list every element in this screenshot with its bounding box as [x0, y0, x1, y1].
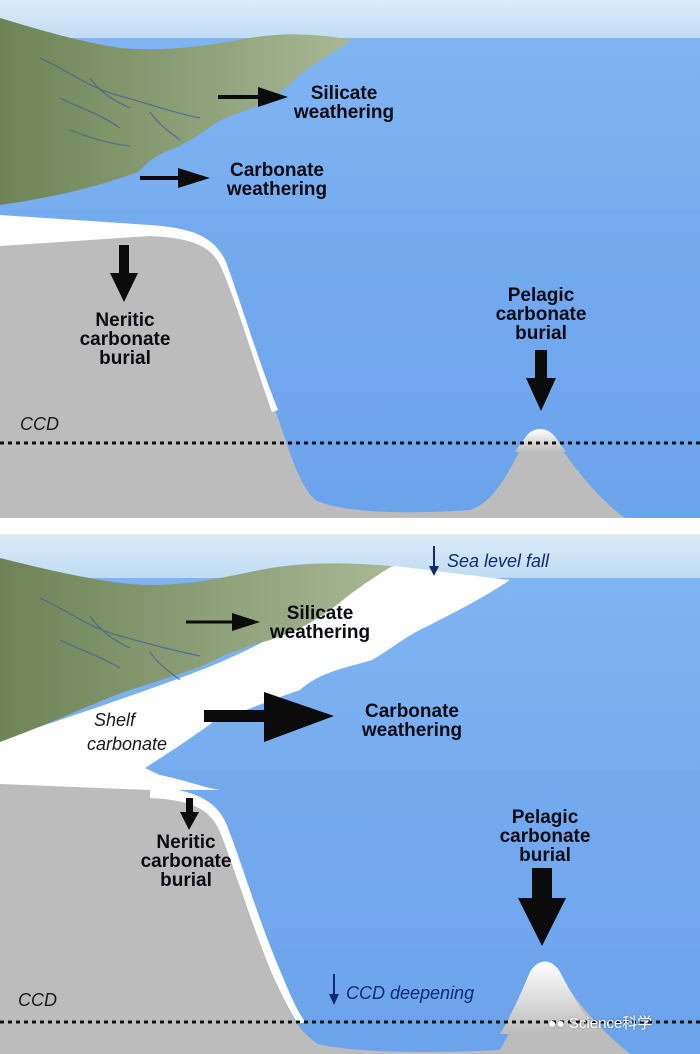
bottom-pelagic-line1: Pelagic [511, 807, 579, 828]
bottom-pelagic-peak [500, 961, 600, 1034]
bottom-neritic-line3: burial [160, 870, 212, 891]
top-shelf-carbonate [0, 215, 278, 412]
bottom-panel [0, 534, 700, 1054]
bottom-label-ccd-deepening: CCD deepening [346, 983, 475, 1003]
bottom-label-pelagic-burial: Pelagic carbonate burial [490, 808, 600, 865]
top-label-ccd: CCD [20, 414, 59, 434]
top-silicate-line1: Silicate [310, 83, 378, 104]
watermark: ●● Science科学 [548, 1012, 652, 1033]
top-arrow-carbonate [140, 168, 210, 188]
bottom-shelf-edge [150, 786, 305, 1024]
wechat-icon: ●● [548, 1014, 565, 1031]
top-neritic-line3: burial [99, 348, 151, 369]
top-pelagic-peak [515, 429, 566, 452]
bottom-label-ccd: CCD [18, 990, 57, 1010]
top-neritic-line1: Neritic [95, 310, 155, 331]
top-arrow-silicate [218, 87, 288, 107]
top-land [0, 18, 352, 205]
top-panel [0, 0, 700, 518]
bottom-exposed-carbonate [0, 566, 510, 790]
top-label-carbonate-weathering: Carbonate weathering [220, 161, 334, 199]
top-neritic-line2: carbonate [79, 329, 171, 350]
bottom-carbonate-line1: Carbonate [365, 701, 459, 722]
bottom-silicate-line2: weathering [269, 622, 371, 643]
bottom-arrow-silicate [186, 613, 260, 631]
bottom-neritic-line1: Neritic [156, 832, 216, 853]
top-arrow-pelagic [526, 350, 556, 411]
bottom-silicate-line1: Silicate [286, 603, 354, 624]
bottom-label-carbonate-weathering: Carbonate weathering [354, 702, 470, 740]
bottom-arrow-carbonate [204, 692, 334, 742]
top-pelagic-line3: burial [515, 323, 567, 344]
bottom-seafloor [0, 784, 630, 1054]
bottom-land [0, 558, 392, 742]
top-label-neritic-burial: Neritic carbonate burial [70, 311, 180, 368]
bottom-neritic-line2: carbonate [140, 851, 232, 872]
top-label-silicate-weathering: Silicate weathering [290, 84, 398, 122]
panel-divider [0, 518, 700, 534]
bottom-arrow-neritic [180, 798, 199, 830]
bottom-shelf-line1: Shelf [94, 710, 136, 730]
top-label-pelagic-burial: Pelagic carbonate burial [486, 286, 596, 343]
watermark-text: Science科学 [568, 1015, 653, 1032]
top-sky [0, 0, 700, 45]
bottom-label-neritic-burial: Neritic carbonate burial [130, 833, 242, 890]
top-rivers [39, 57, 201, 147]
top-arrow-neritic [110, 245, 138, 302]
top-seafloor [0, 218, 625, 518]
top-carbonate-line1: Carbonate [230, 160, 324, 181]
bottom-rivers [39, 597, 201, 681]
bottom-carbonate-line2: weathering [361, 720, 463, 741]
top-carbonate-line2: weathering [226, 179, 328, 200]
top-silicate-line2: weathering [293, 102, 395, 123]
bottom-label-sea-level-fall: Sea level fall [447, 551, 550, 571]
bottom-pelagic-line3: burial [519, 845, 571, 866]
bottom-label-shelf-carbonate: Shelf carbonate [86, 708, 168, 756]
top-pelagic-line2: carbonate [495, 304, 587, 325]
bottom-arrow-sea-level [429, 546, 439, 576]
bottom-arrow-pelagic [518, 868, 566, 946]
bottom-pelagic-line2: carbonate [499, 826, 591, 847]
bottom-arrow-ccd-deepening [329, 974, 339, 1005]
top-pelagic-line1: Pelagic [507, 285, 575, 306]
bottom-shelf-line2: carbonate [86, 734, 168, 754]
bottom-label-silicate-weathering: Silicate weathering [264, 604, 376, 642]
